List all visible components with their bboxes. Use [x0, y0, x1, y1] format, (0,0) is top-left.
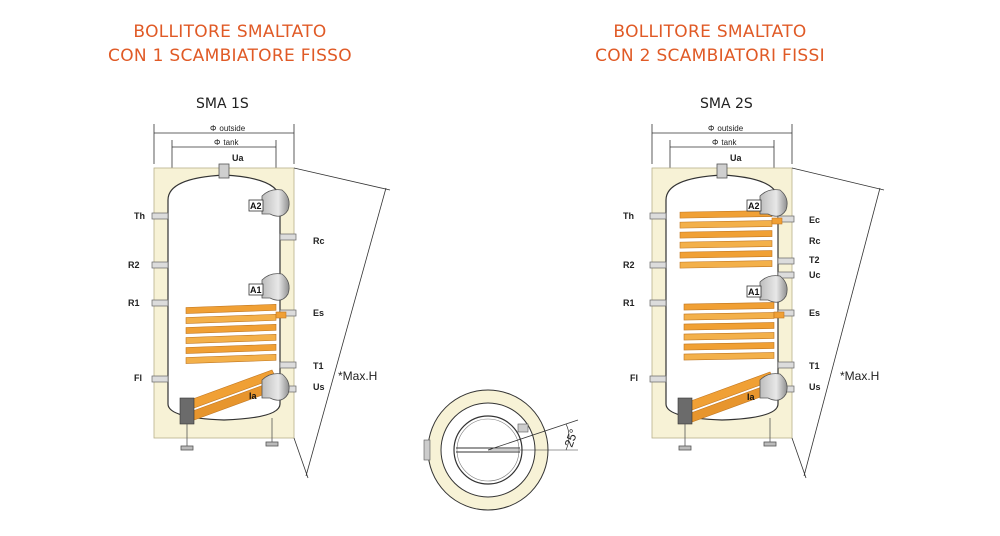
heading-right: BOLLITORE SMALTATO CON 2 SCAMBIATORI FIS… [540, 20, 880, 68]
valve-ia-right: Ia [747, 373, 788, 402]
label-ua-right: Ua [730, 153, 742, 163]
feet-right [678, 418, 777, 451]
label-r2-right: R2 [623, 260, 635, 270]
label-r1-left: R1 [128, 298, 140, 308]
svg-text:A2: A2 [250, 201, 262, 211]
heading-left-line2: CON 1 SCAMBIATORE FISSO [108, 46, 352, 66]
label-ua-left: Ua [232, 153, 244, 163]
coil-upper-right [679, 210, 783, 269]
label-uc-right: Uc [809, 270, 821, 280]
svg-text:Ia: Ia [747, 392, 756, 402]
label-t1-right: T1 [809, 361, 820, 371]
dimension-outside-right [651, 124, 793, 168]
heading-left-line1: BOLLITORE SMALTATO [133, 22, 327, 42]
label-th-left: Th [134, 211, 145, 221]
nozzle-ua-right [716, 163, 728, 179]
drain-left [179, 397, 195, 425]
maxh-label-right: *Max.H [840, 369, 879, 383]
label-rc-right: Rc [809, 236, 821, 246]
label-ec-right: Ec [809, 215, 820, 225]
model-label-right: SMA 2S [700, 96, 753, 112]
label-t1-left: T1 [313, 361, 324, 371]
label-us-left: Us [313, 382, 325, 392]
anode-a2-right: A2 [746, 189, 788, 217]
maxh-label-left: *Max.H [338, 369, 377, 383]
heading-right-line2: CON 2 SCAMBIATORI FISSI [595, 46, 825, 66]
heading-right-line1: BOLLITORE SMALTATO [613, 22, 807, 42]
angle-label: 25° [562, 427, 581, 449]
svg-text:Ia: Ia [249, 391, 258, 401]
label-us-right: Us [809, 382, 821, 392]
feet-left [180, 418, 279, 451]
valve-ia-left: Ia [249, 373, 290, 401]
maxh-line-right [791, 167, 885, 479]
svg-text:A1: A1 [748, 287, 760, 297]
tank-top-view: 25° [423, 389, 581, 511]
label-r2-left: R2 [128, 260, 140, 270]
svg-text:A2: A2 [748, 201, 760, 211]
label-es-right: Es [809, 308, 820, 318]
anode-a1-left: A1 [248, 273, 290, 301]
label-fl-right: Fl [630, 373, 638, 383]
label-es-left: Es [313, 308, 324, 318]
dimension-outside-left [153, 124, 295, 168]
coil-left [185, 304, 287, 421]
model-label-left: SMA 1S [196, 96, 249, 112]
nozzle-ua-left [218, 163, 230, 179]
label-t2-right: T2 [809, 255, 820, 265]
label-r1-right: R1 [623, 298, 635, 308]
drain-right [677, 397, 693, 425]
coil-lower-right [683, 302, 785, 423]
maxh-line-left [293, 167, 391, 479]
heading-left: BOLLITORE SMALTATO CON 1 SCAMBIATORE FIS… [60, 20, 400, 68]
label-fl-left: Fl [134, 373, 142, 383]
anode-a2-left: A2 [248, 189, 290, 217]
anode-a1-right: A1 [746, 275, 788, 303]
label-rc-left: Rc [313, 236, 325, 246]
svg-text:A1: A1 [250, 285, 262, 295]
label-th-right: Th [623, 211, 634, 221]
